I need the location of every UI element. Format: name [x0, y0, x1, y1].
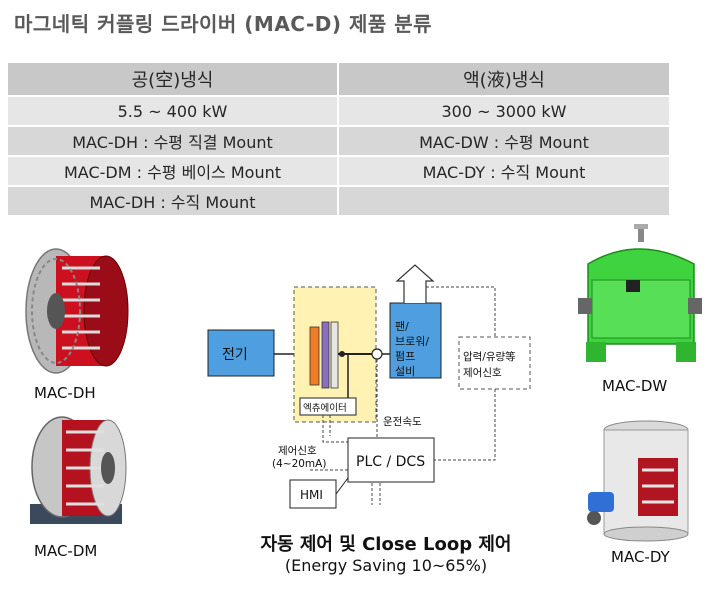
- mac-dw-label: MAC-DW: [602, 377, 668, 395]
- fan-label-2: 브로워/: [395, 335, 429, 348]
- table-row: MAC-DH : 수평 직결 Mount MAC-DW : 수평 Mount: [8, 127, 669, 155]
- mac-dm-photo: [30, 416, 127, 524]
- control-signal-label-2: (4~20mA): [272, 458, 326, 470]
- table-row: MAC-DH : 수직 Mount: [8, 187, 669, 215]
- hmi-label: HMI: [300, 488, 323, 502]
- fan-label-1: 팬/: [395, 320, 409, 333]
- table-cell: MAC-DM : 수평 베이스 Mount: [8, 157, 339, 185]
- fan-blower-pump-box: [389, 302, 442, 379]
- table-cell: 5.5 ~ 400 kW: [8, 97, 339, 125]
- mac-dh-photo: [25, 248, 129, 374]
- hmi-box: [289, 479, 337, 509]
- footer-subtitle: (Energy Saving 10~65%): [284, 556, 488, 575]
- table-cell: MAC-DY : 수직 Mount: [339, 157, 669, 185]
- table-header-row: 공(空)냉식 액(液)냉식: [8, 63, 669, 95]
- page-title: 마그네틱 커플링 드라이버 (MAC-D) 제품 분류: [14, 12, 433, 36]
- sensor-signal-box: [458, 336, 531, 390]
- table-row: 5.5 ~ 400 kW 300 ~ 3000 kW: [8, 97, 669, 125]
- table-cell: MAC-DH : 수직 Mount: [8, 187, 339, 215]
- coupling-magnet: [321, 321, 330, 389]
- mac-dy-photo: [587, 420, 689, 542]
- plc-dcs-label: PLC / DCS: [356, 454, 425, 470]
- mac-dm-label: MAC-DM: [34, 542, 98, 560]
- power-box: [207, 329, 275, 377]
- plc-dcs-box: [347, 437, 435, 483]
- flow-up-arrow: [395, 264, 435, 303]
- mac-dy-label: MAC-DY: [611, 548, 670, 566]
- table-cell: MAC-DW : 수평 Mount: [339, 127, 669, 155]
- header-air-cooled: 공(空)냉식: [8, 63, 339, 95]
- sensor-label-1: 압력/유량等: [463, 350, 516, 363]
- fan-label-3: 펌프: [395, 350, 415, 363]
- footer-title: 자동 제어 및 Close Loop 제어: [260, 534, 512, 555]
- table-cell: MAC-DH : 수평 직결 Mount: [8, 127, 339, 155]
- header-liquid-cooled: 액(液)냉식: [339, 63, 669, 95]
- sensor-label-2: 제어신호: [463, 367, 502, 379]
- table-cell: 300 ~ 3000 kW: [339, 97, 669, 125]
- fan-label-4: 설비: [395, 365, 415, 378]
- coupling-plate: [330, 321, 339, 389]
- coupling-rotor: [309, 326, 320, 386]
- actuator-label: 엑츄에이터: [303, 402, 347, 414]
- power-label: 전기: [222, 347, 248, 363]
- product-classification-table: 공(空)냉식 액(液)냉식 5.5 ~ 400 kW 300 ~ 3000 kW…: [8, 61, 669, 217]
- control-signal-label-1: 제어신호: [278, 445, 317, 457]
- mac-dh-label: MAC-DH: [34, 384, 96, 402]
- table-cell: [339, 187, 669, 215]
- speed-label: 운전속도: [383, 416, 422, 428]
- mac-dw-photo: [578, 224, 702, 362]
- actuator-box: [299, 397, 357, 416]
- table-row: MAC-DM : 수평 베이스 Mount MAC-DY : 수직 Mount: [8, 157, 669, 185]
